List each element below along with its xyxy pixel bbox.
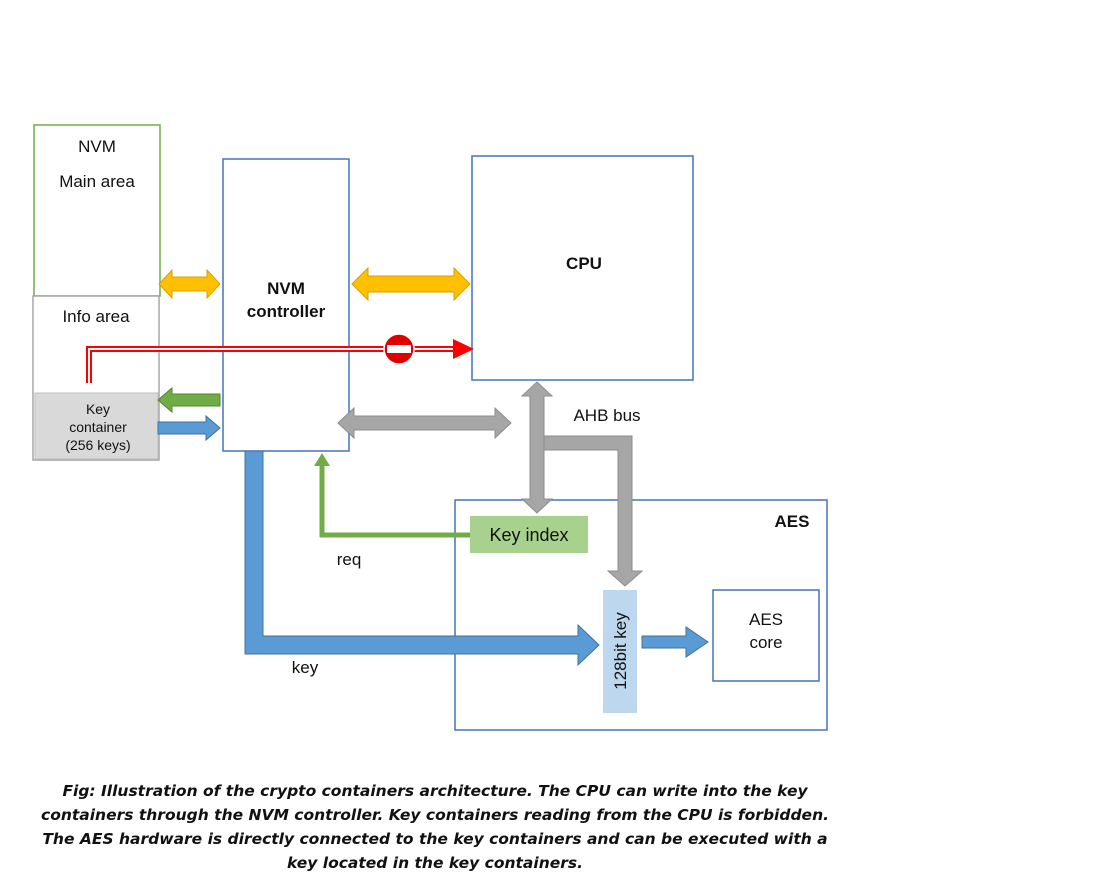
ahb-bus-arrow: [520, 381, 554, 514]
figure-caption: Fig: Illustration of the crypto containe…: [41, 782, 829, 872]
aes-core-label-2: core: [749, 633, 782, 652]
key-container-box: [34, 392, 159, 460]
key-index-label: Key index: [489, 525, 568, 545]
key128-box: [603, 590, 637, 713]
key128-label: 128bit key: [611, 612, 630, 690]
nvm-to-controller-arrow: [158, 268, 221, 300]
controller-to-key-container-arrow: [157, 386, 221, 414]
nvm-main-area-box: [33, 124, 161, 297]
key-container-to-controller-arrow: [157, 414, 221, 442]
key-label: key: [292, 658, 319, 677]
cpu-box: [471, 155, 694, 381]
nvm-main-area-label: Main area: [59, 172, 135, 191]
nvm-controller-box: [222, 158, 350, 452]
no-entry-icon: [383, 333, 415, 365]
key128-to-aes-core-arrow: [641, 626, 709, 658]
aes-label: AES: [775, 512, 810, 531]
aes-core-box: [712, 589, 820, 682]
key-container-label-1: Key: [86, 401, 110, 417]
nvm-controller-label-1: NVM: [267, 279, 305, 298]
nvm-controller-label-2: controller: [247, 302, 326, 321]
key-container-label-3: (256 keys): [65, 437, 130, 453]
controller-to-cpu-arrow: [351, 266, 471, 302]
forbidden-read-path-inner: [88, 348, 456, 383]
forbidden-read-arrowhead: [453, 339, 474, 359]
req-label: req: [337, 550, 362, 569]
key-path-arrow: [244, 450, 600, 667]
key-container-label-2: container: [69, 419, 127, 435]
nvm-title: NVM: [78, 137, 116, 156]
req-arrowhead: [314, 453, 330, 466]
controller-ahb-arrow: [337, 406, 512, 440]
ahb-bus-label: AHB bus: [573, 406, 640, 425]
cpu-label: CPU: [566, 254, 602, 273]
req-line: [319, 464, 470, 538]
key-index-box: [470, 516, 588, 553]
ahb-to-128bit-key-arrow: [543, 435, 644, 587]
aes-core-label-1: AES: [749, 610, 783, 629]
info-area-label: Info area: [62, 307, 130, 326]
